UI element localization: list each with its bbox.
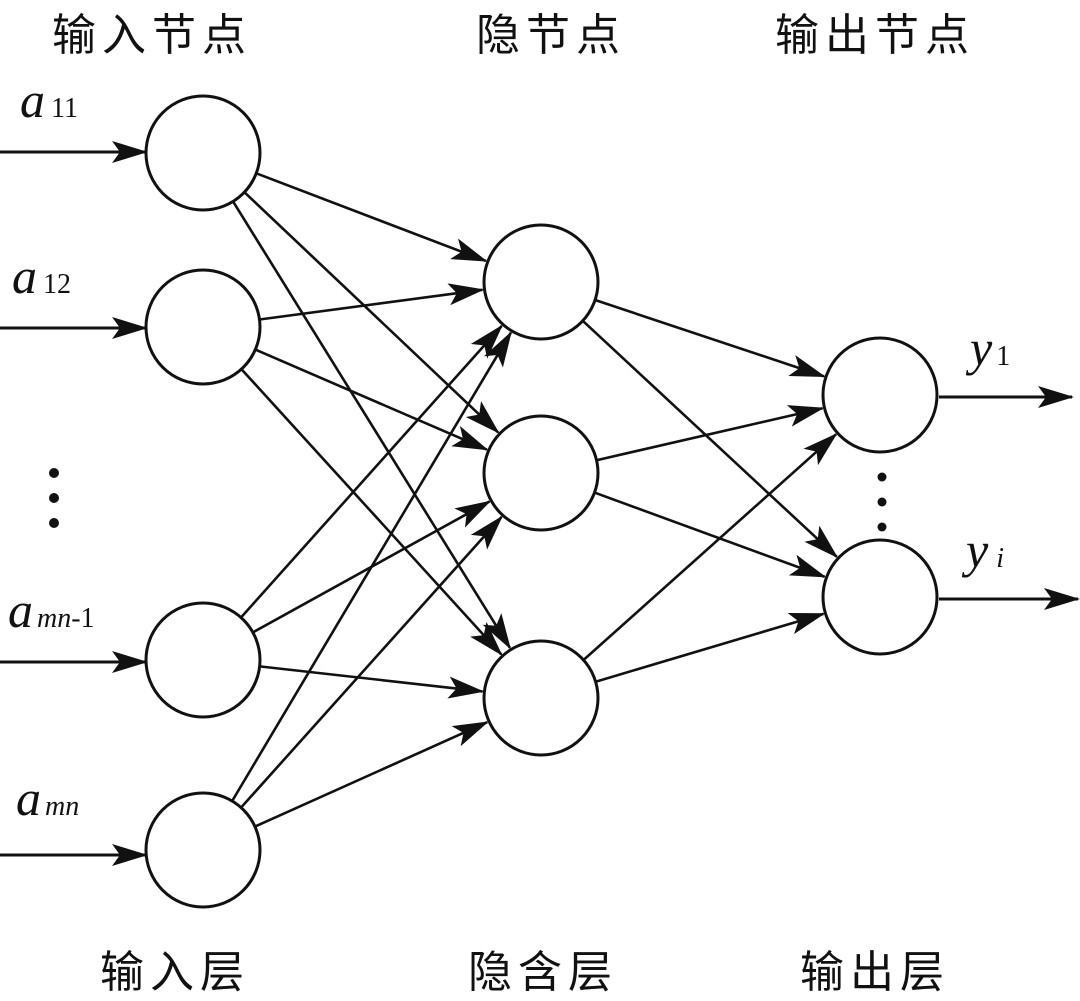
edge-input-2-hidden-1 — [259, 283, 485, 321]
edge-hidden-2-output-2 — [594, 491, 827, 578]
edge-input-1-hidden-3 — [231, 200, 512, 650]
edge-hidden-3-output-1 — [582, 432, 838, 661]
edge-input-4-hidden-2 — [240, 515, 503, 809]
connection-edges — [231, 172, 839, 828]
footer-hidden-layer: 隐含层 — [468, 947, 618, 998]
edge-input-1-hidden-1 — [255, 172, 488, 263]
header-hidden-nodes: 隐节点 — [476, 10, 626, 61]
header-input-nodes: 输入节点 — [52, 10, 252, 61]
output-node-2 — [821, 538, 939, 656]
edge-input-2-hidden-3 — [240, 368, 503, 656]
network-nodes — [144, 94, 939, 909]
footer-input-layer: 输入层 — [100, 947, 250, 998]
edge-input-2-hidden-2 — [254, 348, 489, 451]
hidden-node-3 — [482, 639, 600, 757]
output-node-1 — [821, 336, 939, 454]
input-node-1 — [144, 94, 262, 212]
edge-hidden-1-output-1 — [594, 298, 826, 378]
edge-hidden-3-output-2 — [595, 612, 826, 683]
output-arrows — [939, 386, 1080, 610]
edge-input-3-hidden-3 — [259, 665, 485, 699]
footer-output-layer: 输出层 — [800, 947, 950, 998]
hidden-node-2 — [482, 414, 600, 532]
edge-input-3-hidden-1 — [240, 324, 504, 619]
header-output-nodes: 输出节点 — [775, 10, 975, 61]
edge-hidden-2-output-1 — [596, 405, 825, 462]
input-node-4 — [144, 791, 262, 909]
edge-hidden-1-output-2 — [581, 319, 839, 559]
edge-input-4-hidden-1 — [231, 330, 512, 802]
input-ellipsis — [49, 468, 59, 528]
hidden-node-1 — [482, 223, 600, 341]
input-arrows — [0, 141, 148, 866]
output-ellipsis — [877, 472, 887, 532]
edge-input-1-hidden-2 — [243, 191, 500, 434]
input-node-3 — [144, 601, 262, 719]
edge-input-4-hidden-3 — [254, 721, 490, 828]
input-node-2 — [144, 268, 262, 386]
